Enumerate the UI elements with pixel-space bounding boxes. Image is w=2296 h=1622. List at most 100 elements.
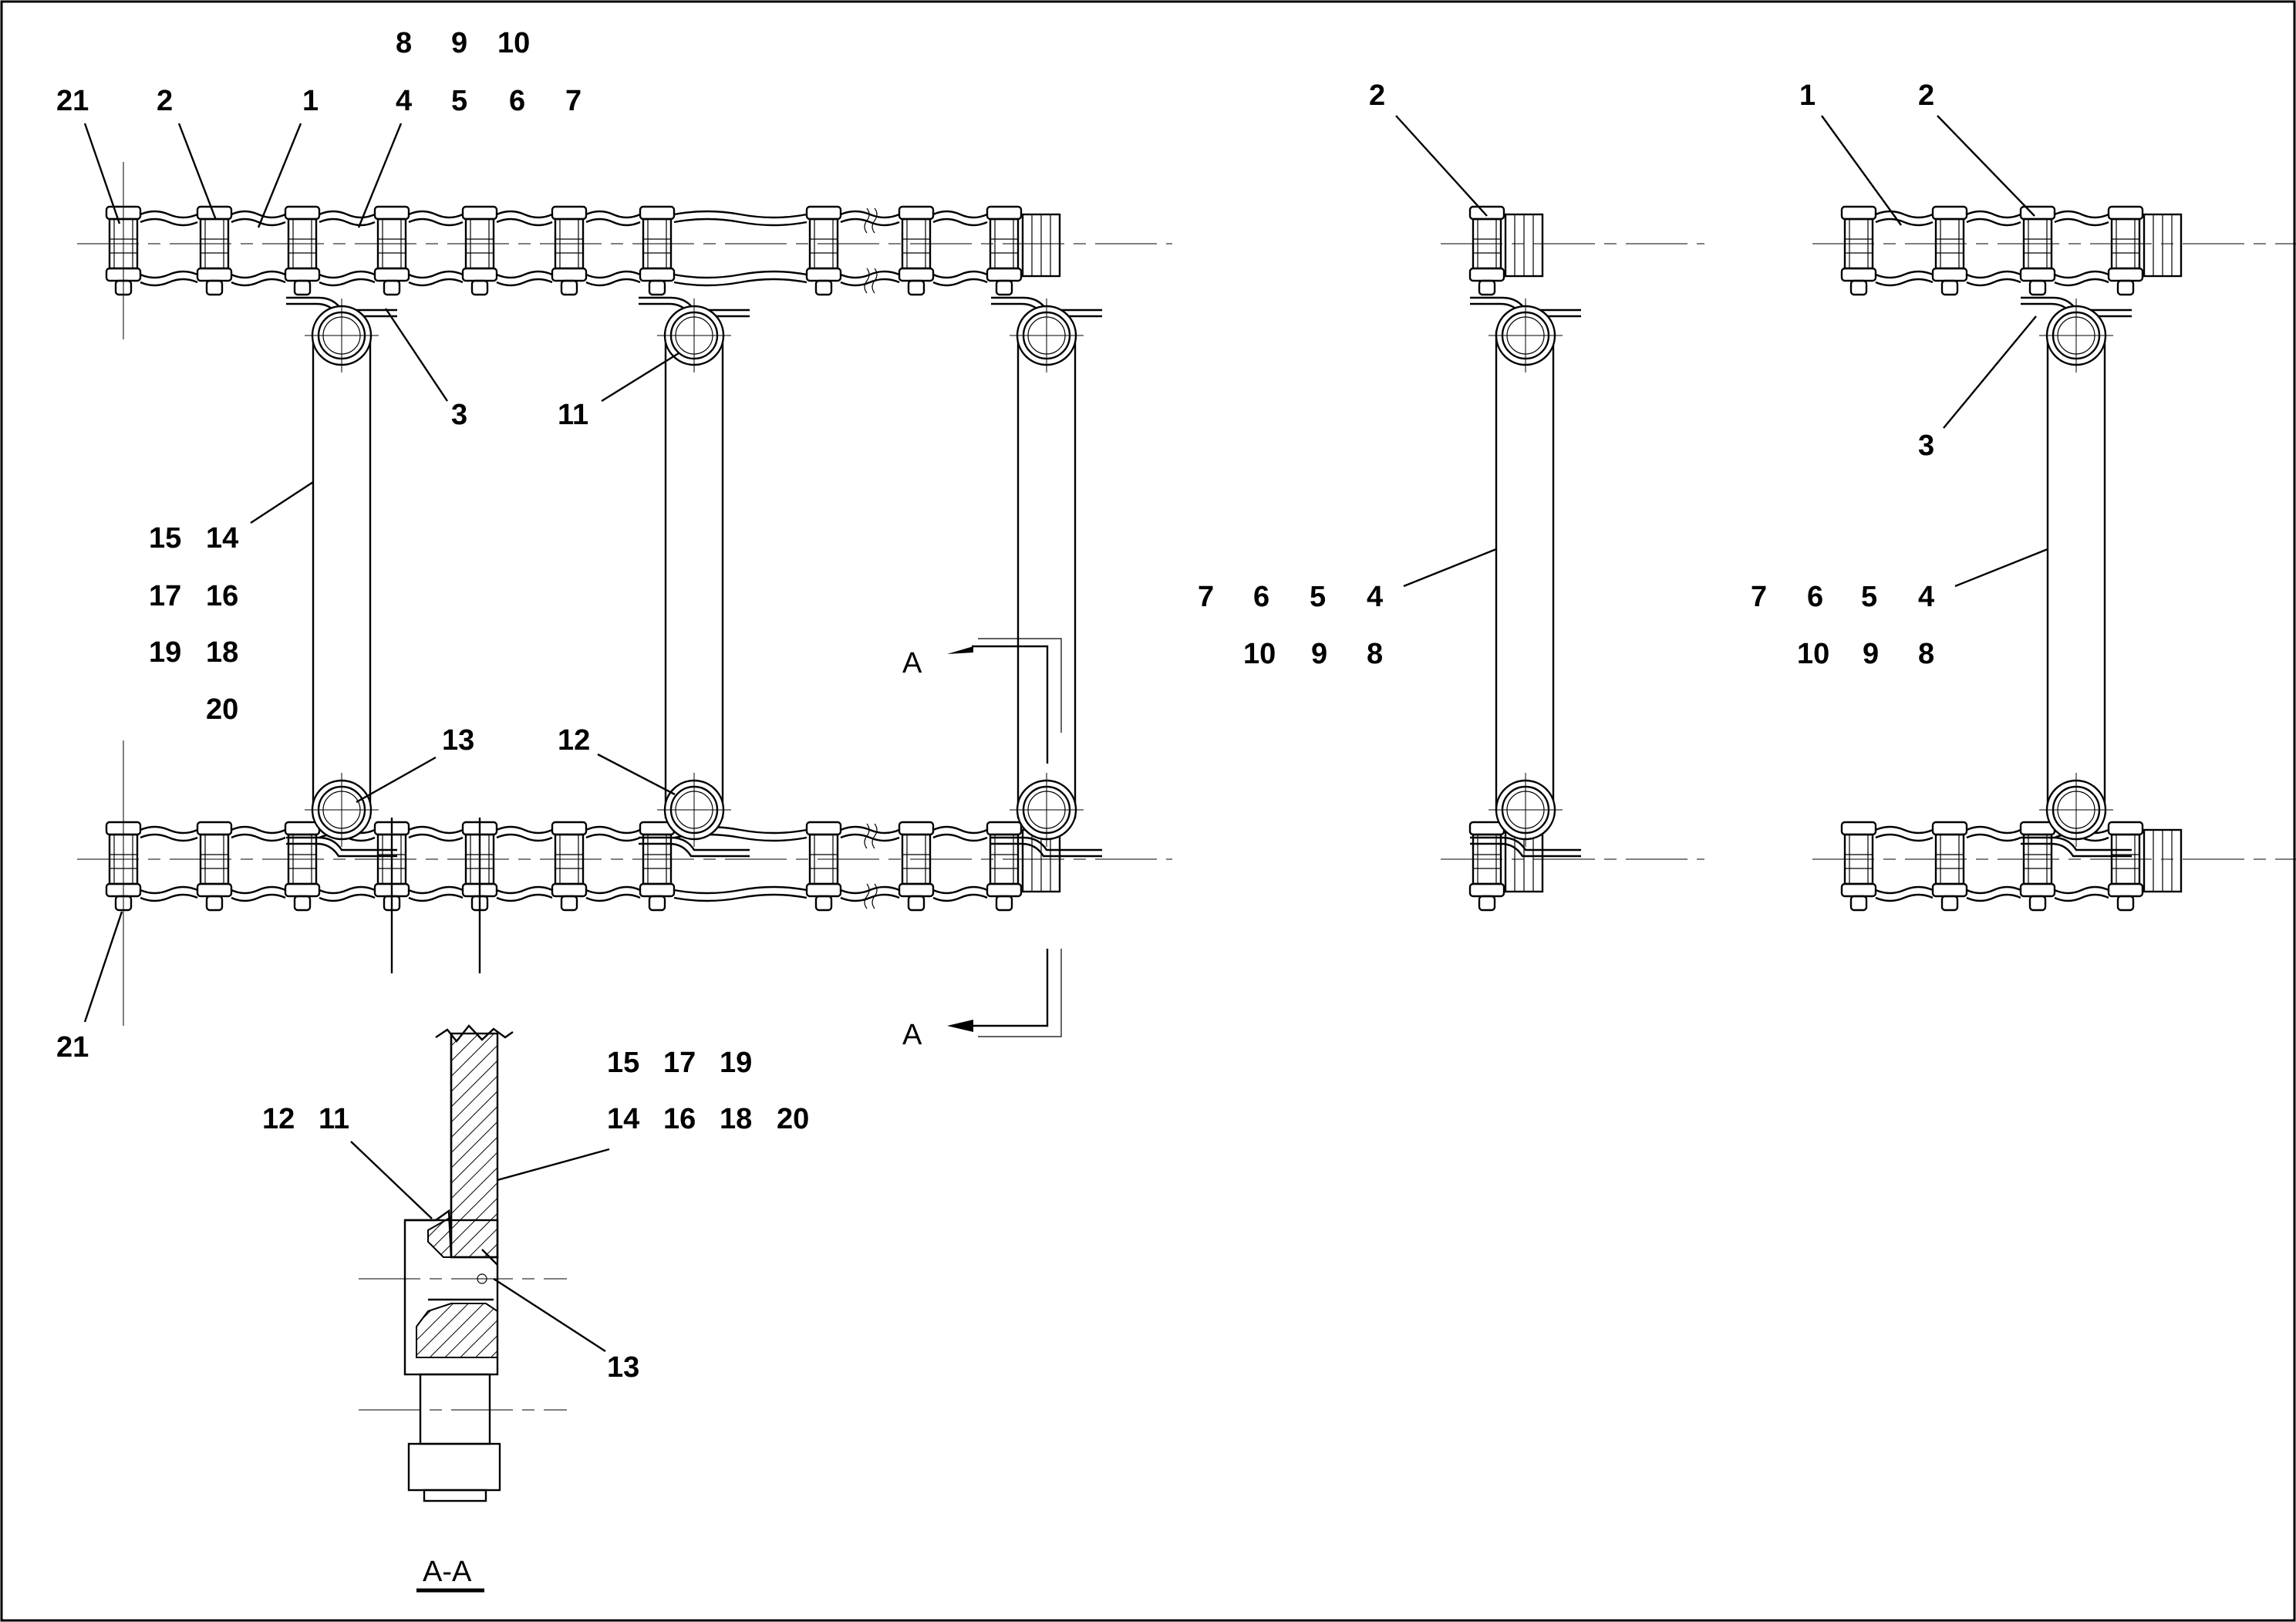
chain-plate	[496, 885, 553, 895]
chain-plate	[140, 270, 198, 279]
chain-plate	[408, 210, 464, 219]
chain-cotter	[907, 895, 925, 912]
chain-cotter	[648, 279, 666, 296]
right-label-5: 5	[1861, 581, 1877, 613]
attachment-plate	[991, 836, 1102, 851]
chain-cotter	[560, 279, 578, 296]
label-21-bottom: 21	[56, 1031, 89, 1064]
chain-pin-head	[2019, 205, 2056, 221]
label-15: 15	[149, 522, 181, 555]
chain-plate	[1875, 825, 1934, 835]
label-10: 10	[497, 27, 530, 59]
chain-cotter	[1940, 279, 1959, 296]
mid-label-6: 6	[1253, 581, 1269, 613]
chain-plate	[585, 210, 641, 219]
chain-plate	[408, 885, 464, 895]
chain-plate	[1875, 210, 1934, 219]
slat-2	[664, 338, 724, 819]
chain-pin-head	[805, 205, 842, 221]
chain-pin-head	[986, 267, 1023, 282]
chain-pin-head	[196, 882, 233, 898]
chain-pin-head	[551, 882, 588, 898]
chain-plate	[1966, 270, 2021, 279]
label-1: 1	[302, 85, 319, 117]
sec-label-13: 13	[607, 1351, 639, 1384]
chain-plate	[408, 825, 464, 835]
sec-label-12: 12	[262, 1103, 295, 1135]
chain-cotter	[2028, 895, 2047, 912]
right-label-6: 6	[1807, 581, 1823, 613]
label-11: 11	[558, 399, 588, 431]
label-8: 8	[396, 27, 412, 59]
chain-pin-head	[1840, 821, 1877, 836]
chain-pin-head	[1468, 882, 1505, 898]
break-mark	[864, 883, 870, 909]
chain-pin-head	[986, 821, 1023, 836]
chain-cotter	[293, 279, 312, 296]
chain-plate	[2054, 210, 2109, 219]
mid-label-8: 8	[1367, 638, 1383, 670]
middle-view	[1441, 205, 1704, 912]
label-5: 5	[451, 85, 467, 117]
slat-1	[312, 338, 372, 819]
right-label-3: 3	[1918, 430, 1934, 462]
middle-slat	[1495, 330, 1555, 811]
chain-pin-head	[2107, 267, 2144, 282]
break-mark	[864, 268, 870, 294]
sec-label-18: 18	[720, 1103, 752, 1135]
right-label-7: 7	[1751, 581, 1767, 613]
chain-pin-head	[898, 882, 935, 898]
section-a-a-view: A-A	[359, 1024, 567, 1593]
chain-pin-head	[461, 205, 498, 221]
chain-cotter	[1849, 895, 1868, 912]
label-18: 18	[206, 636, 238, 669]
sec-label-14: 14	[607, 1103, 639, 1135]
chain-plate	[319, 885, 376, 895]
chain-plate	[840, 270, 900, 279]
break-mark	[872, 883, 878, 909]
break-mark	[872, 823, 878, 849]
chain-cotter	[2028, 279, 2047, 296]
chain-plate	[932, 825, 988, 835]
chain-cotter	[470, 279, 489, 296]
chain-plate	[1966, 885, 2021, 895]
chain-pin-head	[639, 882, 676, 898]
chain-plate	[496, 825, 553, 835]
chain-pin-head	[898, 267, 935, 282]
chain-plate	[231, 270, 286, 279]
right-label-8: 8	[1918, 638, 1934, 670]
label-2: 2	[157, 85, 173, 117]
chain-cotter	[383, 279, 401, 296]
label-17: 17	[149, 580, 181, 612]
break-mark	[864, 823, 870, 849]
mid-label-9: 9	[1311, 638, 1327, 670]
chain-pin-head	[805, 821, 842, 836]
chain-pin-head	[373, 205, 410, 221]
chain-plate	[932, 885, 988, 895]
chain-pin-head	[1468, 205, 1505, 221]
right-view	[1812, 205, 2296, 912]
chain-plate	[2054, 270, 2109, 279]
label-3: 3	[451, 399, 467, 431]
sec-label-16: 16	[663, 1103, 696, 1135]
label-13: 13	[442, 724, 474, 757]
chain-cotter	[1478, 895, 1496, 912]
right-slat	[2046, 330, 2106, 811]
mid-label-2: 2	[1369, 79, 1385, 112]
label-7: 7	[565, 85, 582, 117]
section-title: A-A	[423, 1556, 472, 1588]
chain-pin-head	[1840, 205, 1877, 221]
chain-pin-head	[373, 267, 410, 282]
chain-pin-head	[2107, 882, 2144, 898]
chain-plate	[1875, 270, 1934, 279]
break-mark	[864, 207, 870, 234]
main-view-rollers	[286, 296, 1102, 858]
chain-plate	[1966, 825, 2021, 835]
chain-pin-head	[986, 882, 1023, 898]
chain-pin-head	[284, 205, 321, 221]
chain-plate	[140, 825, 198, 835]
chain-plate	[840, 210, 900, 219]
sec-label-11: 11	[319, 1103, 349, 1135]
chain-cotter	[2116, 895, 2135, 912]
